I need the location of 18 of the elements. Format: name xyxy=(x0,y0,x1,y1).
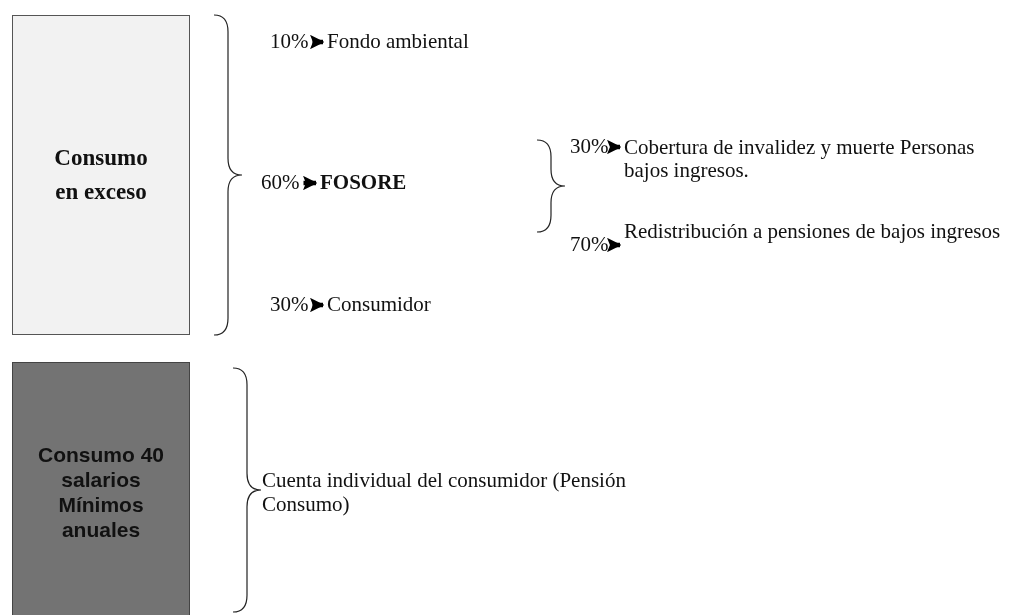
text-label: Fondo ambiental xyxy=(327,29,469,54)
arrow xyxy=(310,34,325,50)
category-box: Consumo 40 salarios Mínimos anuales xyxy=(12,362,190,615)
arrow xyxy=(303,175,318,191)
text-label: Cuenta individual del consumidor (Pensión Consumo) xyxy=(262,468,662,517)
text-label: 30% xyxy=(270,292,309,317)
text-label: FOSORE xyxy=(320,170,407,195)
text-label: Cobertura de invalidez y muerte Personas bajos ingresos. xyxy=(624,136,1014,183)
text-label: 70% xyxy=(570,232,609,257)
text-label: 30% xyxy=(570,134,609,159)
arrow xyxy=(607,139,622,155)
arrow xyxy=(607,237,622,253)
category-box: Consumo en exceso xyxy=(12,15,190,335)
text-label: Consumidor xyxy=(327,292,431,317)
text-label: 60% xyxy=(261,170,300,195)
text-label: Redistribución a pensiones de bajos ingresos xyxy=(624,220,1001,244)
text-label: 10% xyxy=(270,29,309,54)
arrow xyxy=(310,297,325,313)
